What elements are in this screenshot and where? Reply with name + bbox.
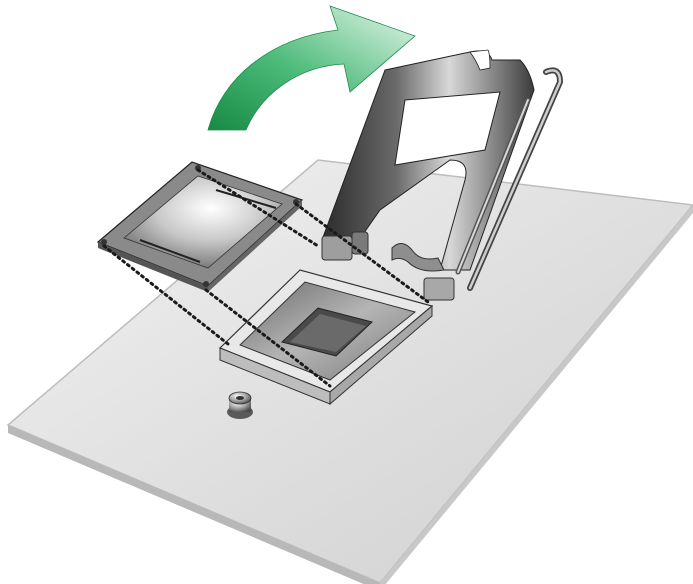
mounting-screw (227, 392, 253, 419)
